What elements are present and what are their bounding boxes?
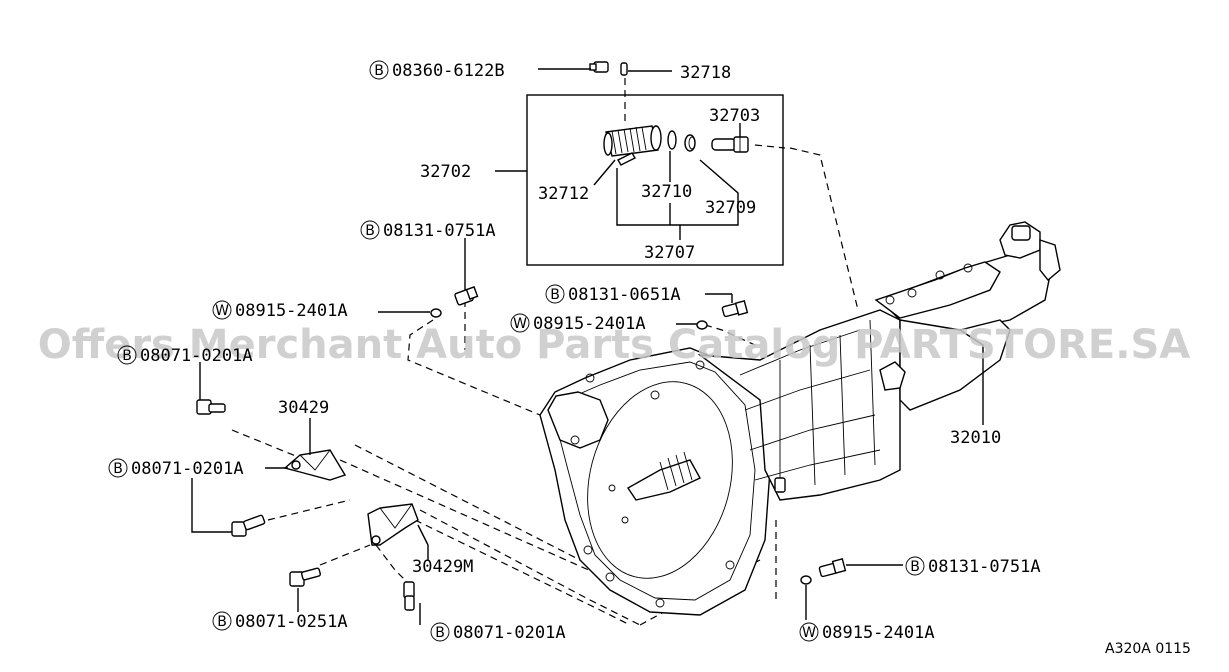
inset-box — [526, 94, 784, 266]
washer-08915-mid — [696, 320, 708, 330]
bolt-08071-0201A-lower — [403, 581, 415, 611]
pin-32712 — [617, 152, 636, 166]
watermark-text: Offers Merchant Auto Parts Catalog PARTS… — [38, 322, 1190, 368]
svg-text:08131-0651A: 08131-0651A — [568, 285, 681, 305]
svg-text:08360-6122B: 08360-6122B — [392, 61, 505, 81]
bolt-08071-0251A — [289, 567, 321, 587]
label-32703[interactable]: 32703 — [709, 106, 760, 126]
label-32702[interactable]: 32702 — [420, 162, 471, 182]
label-32710[interactable]: 32710 — [641, 182, 692, 202]
label-08071-0201A-bottom[interactable]: B 08071-0201A — [430, 622, 566, 643]
label-08131-0751A-upper[interactable]: B 08131-0751A — [360, 220, 496, 241]
label-30429M[interactable]: 30429M — [412, 557, 473, 577]
bolt-08131-0651A — [721, 300, 749, 318]
svg-text:08071-0251A: 08071-0251A — [235, 612, 348, 632]
figure-reference: A320A 0115 — [1105, 641, 1191, 657]
label-08131-0751A-lower[interactable]: B 08131-0751A — [905, 556, 1041, 577]
svg-text:08915-2401A: 08915-2401A — [822, 623, 935, 643]
label-08915-2401A-lower[interactable]: W 08915-2401A — [799, 622, 935, 643]
label-32718[interactable]: 32718 — [680, 63, 731, 83]
svg-text:08131-0751A: 08131-0751A — [383, 221, 496, 241]
washer-08915-upper — [430, 308, 442, 318]
plug-32703 — [711, 136, 749, 153]
bolt-08131-0751A-lower — [818, 558, 847, 578]
bolt-08360 — [589, 61, 609, 73]
label-32010[interactable]: 32010 — [950, 428, 1001, 448]
label-08071-0201A-top[interactable]: B 08071-0201A — [117, 345, 253, 366]
svg-text:08915-2401A: 08915-2401A — [235, 301, 348, 321]
svg-text:08071-0201A: 08071-0201A — [140, 346, 253, 366]
svg-text:08071-0201A: 08071-0201A — [131, 459, 244, 479]
svg-text:08131-0751A: 08131-0751A — [928, 557, 1041, 577]
label-08360-6122B[interactable]: B 08360-6122B — [369, 60, 505, 81]
bolt-08131-0751A-upper — [454, 286, 479, 306]
svg-text:W: W — [802, 625, 816, 641]
svg-text:B: B — [122, 348, 132, 364]
svg-text:B: B — [217, 614, 227, 630]
svg-text:B: B — [374, 63, 384, 79]
label-08131-0651A[interactable]: B 08131-0651A — [545, 284, 681, 305]
bolt-08071-upper-left — [196, 399, 226, 415]
ring-32709 — [684, 134, 696, 152]
bracket-30429M — [367, 503, 419, 546]
bolt-08071-lower-left — [231, 514, 266, 537]
label-32707[interactable]: 32707 — [644, 243, 695, 263]
label-08071-0201A-left[interactable]: B 08071-0201A — [108, 458, 244, 479]
label-08071-0251A[interactable]: B 08071-0251A — [212, 611, 348, 632]
label-08915-2401A-mid[interactable]: W 08915-2401A — [510, 313, 646, 334]
sleeve-32712-body — [603, 125, 662, 157]
svg-text:W: W — [215, 303, 229, 319]
washer-08915-lower — [800, 575, 812, 585]
label-30429[interactable]: 30429 — [278, 398, 329, 418]
svg-text:B: B — [113, 461, 123, 477]
svg-text:B: B — [550, 287, 560, 303]
label-32712[interactable]: 32712 — [538, 184, 589, 204]
label-08915-2401A-upper[interactable]: W 08915-2401A — [212, 300, 348, 321]
transmission-assembly-32010 — [539, 221, 1061, 616]
svg-text:W: W — [513, 316, 527, 332]
oring-32710 — [667, 130, 677, 150]
label-32709[interactable]: 32709 — [705, 198, 756, 218]
svg-text:08071-0201A: 08071-0201A — [453, 623, 566, 643]
svg-text:B: B — [365, 223, 375, 239]
svg-text:B: B — [435, 625, 445, 641]
svg-text:08915-2401A: 08915-2401A — [533, 314, 646, 334]
clip-32718 — [620, 62, 628, 76]
svg-text:B: B — [910, 559, 920, 575]
bracket-30429 — [283, 449, 347, 481]
